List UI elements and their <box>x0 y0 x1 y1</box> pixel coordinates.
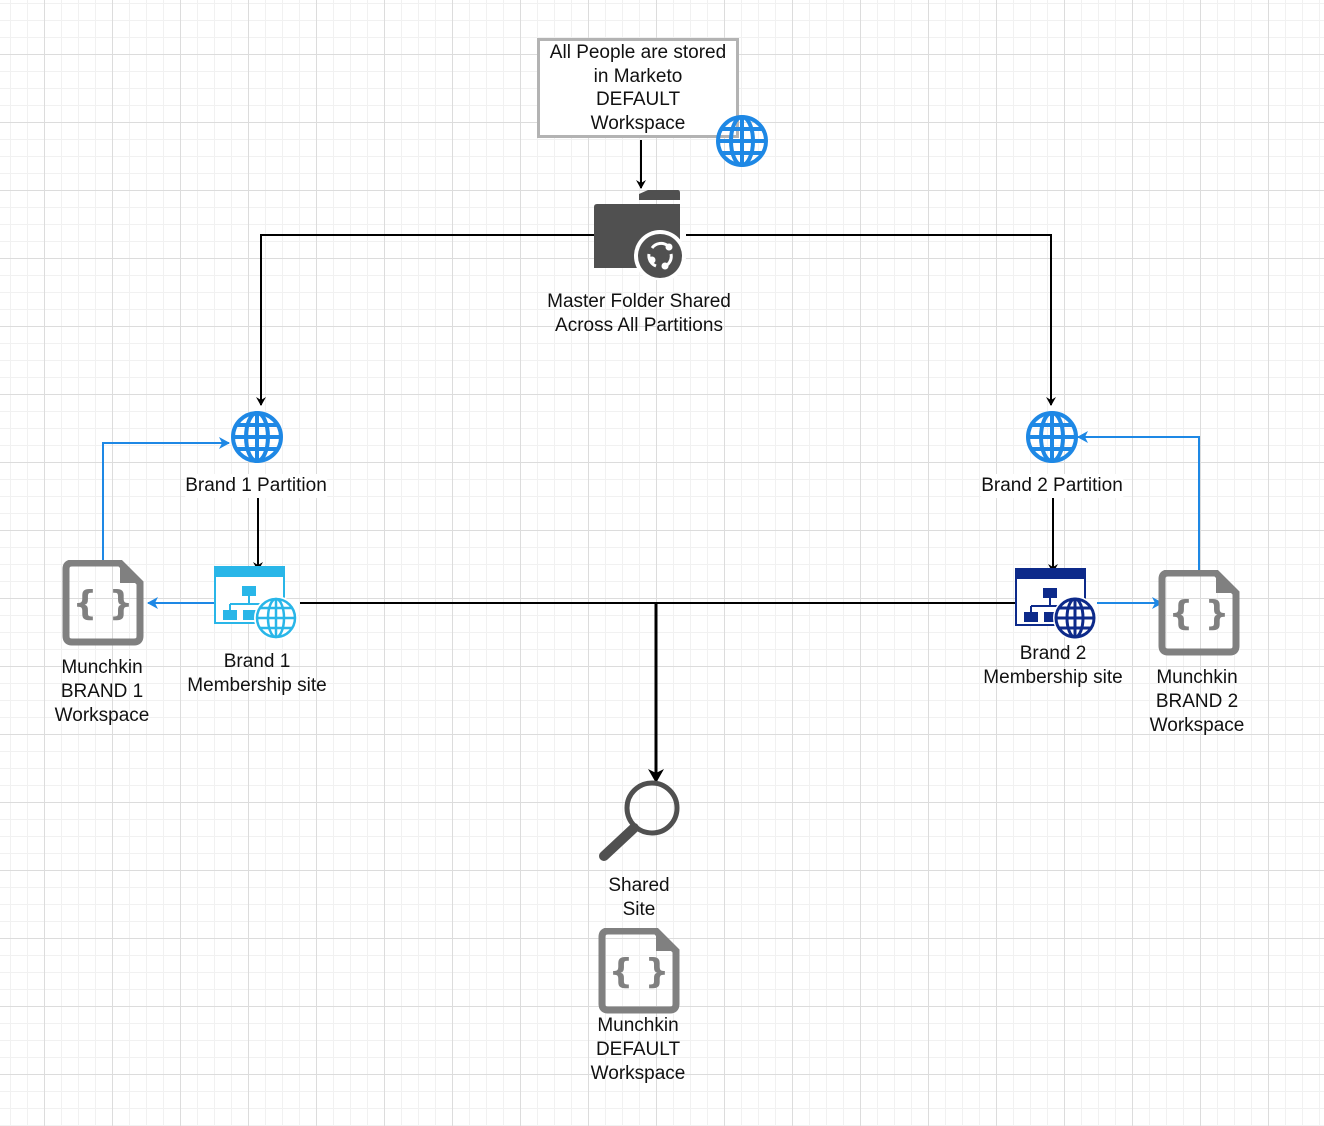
website-sitemap-icon[interactable] <box>1015 568 1101 642</box>
edge-munchkin2-to-partition <box>1077 431 1200 570</box>
brand2-site-label: Brand 2 Membership site <box>983 643 1123 688</box>
brand2-partition-label: Brand 2 Partition <box>981 474 1123 498</box>
master-folder-label: Master Folder Shared Across All Partitio… <box>547 291 731 336</box>
svg-text:{ }: { } <box>609 952 669 992</box>
munchkin-brand1-label: Munchkin BRAND 1 Workspace <box>54 657 150 726</box>
search-icon[interactable] <box>596 778 686 866</box>
munchkin-brand2-label: Munchkin BRAND 2 Workspace <box>1149 667 1245 736</box>
svg-text:{ }: { } <box>73 584 133 624</box>
shared-folder-icon[interactable] <box>594 190 688 280</box>
svg-text:{ }: { } <box>1169 594 1229 634</box>
edge-master-to-brand2-partition <box>686 234 1056 406</box>
brand1-partition-label: Brand 1 Partition <box>185 474 327 498</box>
code-file-icon[interactable]: { } <box>598 928 680 1014</box>
shared-site-label: Shared Site <box>608 875 670 920</box>
default-workspace-box[interactable]: All People are stored in Marketo DEFAULT… <box>537 38 739 138</box>
globe-icon[interactable] <box>229 409 285 465</box>
website-sitemap-icon[interactable] <box>214 566 300 640</box>
edge-munchkin1-to-partition <box>102 437 230 560</box>
code-file-icon[interactable]: { } <box>1158 570 1240 656</box>
brand1-site-label: Brand 1 Membership site <box>187 651 327 696</box>
globe-icon <box>716 115 768 167</box>
code-file-icon[interactable]: { } <box>62 560 144 646</box>
edge-master-to-brand1-partition <box>256 234 595 406</box>
munchkin-default-label: Munchkin DEFAULT Workspace <box>590 1015 686 1084</box>
globe-icon[interactable] <box>1024 409 1080 465</box>
